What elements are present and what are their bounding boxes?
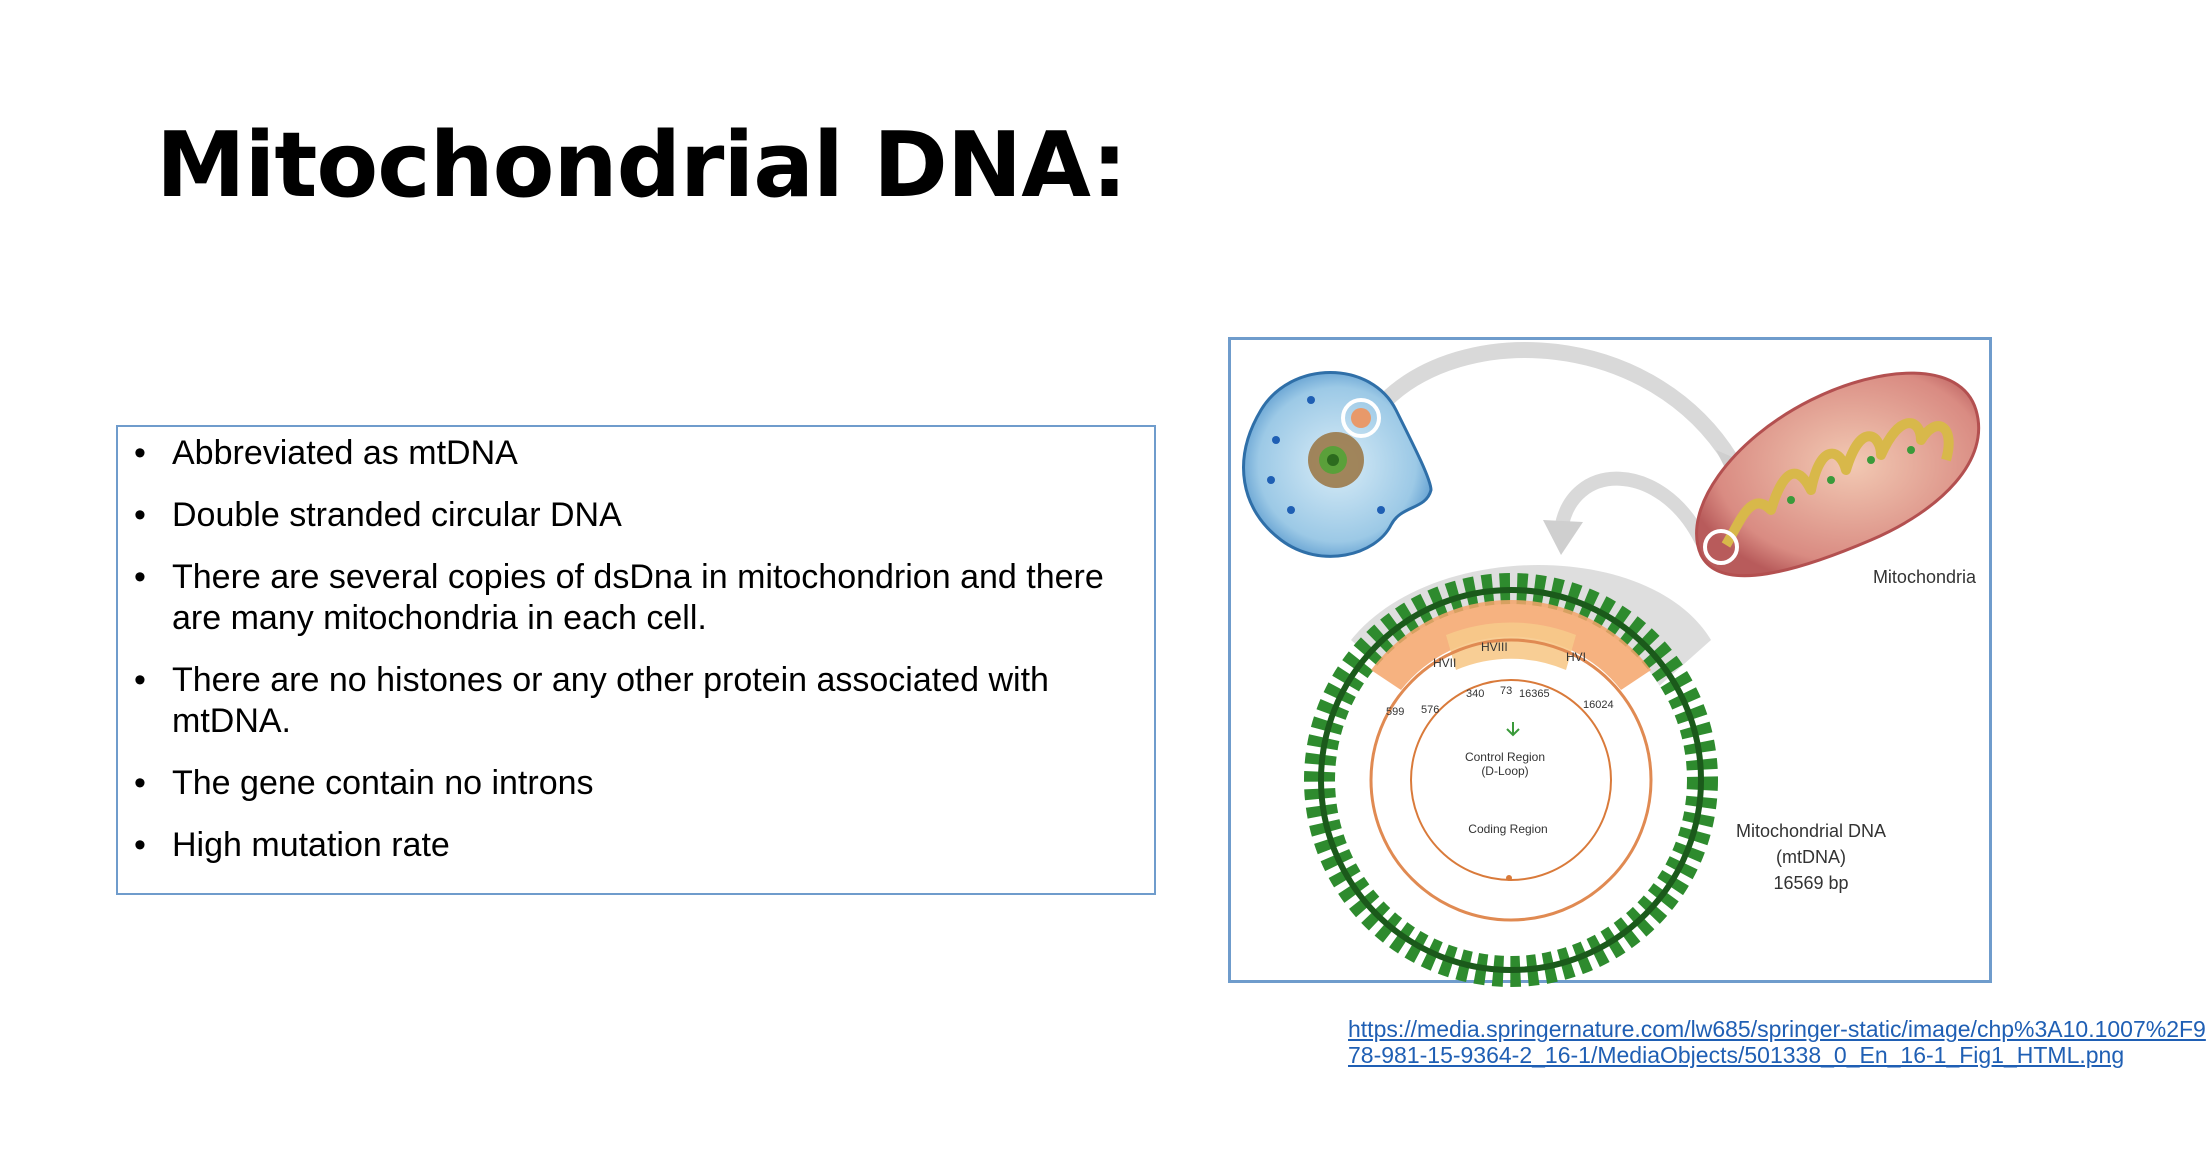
- position-16365: 16365: [1519, 688, 1550, 700]
- source-link-line2[interactable]: 78-981-15-9364-2_16-1/MediaObjects/50133…: [1348, 1042, 2125, 1068]
- coding-origin-dot: [1506, 875, 1512, 881]
- position-340: 340: [1466, 688, 1484, 700]
- control-region-label: Control Region: [1465, 750, 1545, 764]
- mitochondria-label: Mitochondria: [1873, 567, 1977, 587]
- bullet-text: High mutation rate: [172, 826, 450, 864]
- mtdna-label-line3: 16569 bp: [1773, 873, 1848, 893]
- source-link-line1[interactable]: https://media.springernature.com/lw685/s…: [1348, 1016, 2206, 1042]
- hvii-label: HVII: [1433, 656, 1456, 670]
- bullet-item: • Double stranded circular DNA: [132, 495, 1140, 536]
- slide: Mitochondrial DNA: • Abbreviated as mtDNA…: [116, 113, 2206, 1068]
- d-loop-label: (D-Loop): [1481, 764, 1528, 778]
- position-73: 73: [1500, 685, 1512, 697]
- bullet-text: Abbreviated as mtDNA: [172, 434, 518, 472]
- bullet-item: • High mutation rate: [132, 825, 1140, 866]
- hviii-label: HVIII: [1481, 640, 1508, 654]
- mtdna-illustration: Mitochondria HVII HVIII HVI 599 576 340: [1242, 342, 1981, 987]
- slide-title: Mitochondrial DNA:: [156, 113, 1128, 218]
- bullet-icon: •: [134, 826, 146, 864]
- mitochondrion: [1695, 371, 1981, 578]
- arrow-cell-to-mito: [1373, 342, 1751, 490]
- bullet-icon: •: [134, 434, 146, 472]
- bullet-item: • There are no histones or any other prot…: [132, 660, 1140, 742]
- origin-arrow-icon: [1506, 722, 1520, 737]
- bullet-text: Double stranded circular DNA: [172, 496, 622, 534]
- bullet-icon: •: [134, 496, 146, 534]
- position-16024: 16024: [1583, 699, 1614, 711]
- source-link[interactable]: https://media.springernature.com/lw685/s…: [1348, 1016, 2206, 1068]
- bullet-item: • The gene contain no introns: [132, 763, 1140, 804]
- position-599: 599: [1386, 706, 1404, 718]
- hvi-label: HVI: [1566, 650, 1586, 664]
- bullet-list-box[interactable]: • Abbreviated as mtDNA • Double stranded c…: [116, 425, 1156, 895]
- mtdna-label-line2: (mtDNA): [1776, 847, 1846, 867]
- control-region-arc: [1371, 600, 1651, 690]
- bullet-text: There are no histones or any other prote…: [172, 661, 1049, 740]
- coding-region-label: Coding Region: [1468, 822, 1547, 836]
- animal-cell: [1242, 371, 1433, 558]
- bullet-icon: •: [134, 764, 146, 802]
- position-576: 576: [1421, 704, 1439, 716]
- bullet-text: There are several copies of dsDna in mit…: [172, 558, 1104, 637]
- mtdna-figure[interactable]: Mitochondria HVII HVIII HVI 599 576 340: [1228, 337, 1992, 987]
- bullet-item: • There are several copies of dsDna in mi…: [132, 557, 1140, 639]
- bullet-list: • Abbreviated as mtDNA • Double stranded c…: [132, 433, 1140, 866]
- bullet-icon: •: [134, 558, 146, 596]
- bullet-item: • Abbreviated as mtDNA: [132, 433, 1140, 474]
- inner-ring: [1369, 638, 1653, 922]
- bullet-icon: •: [134, 661, 146, 699]
- mtdna-label-line1: Mitochondrial DNA: [1736, 821, 1886, 841]
- bullet-text: The gene contain no introns: [172, 764, 594, 802]
- dna-ring: [1304, 573, 1718, 987]
- arrow-mito-to-dna: [1543, 471, 1708, 555]
